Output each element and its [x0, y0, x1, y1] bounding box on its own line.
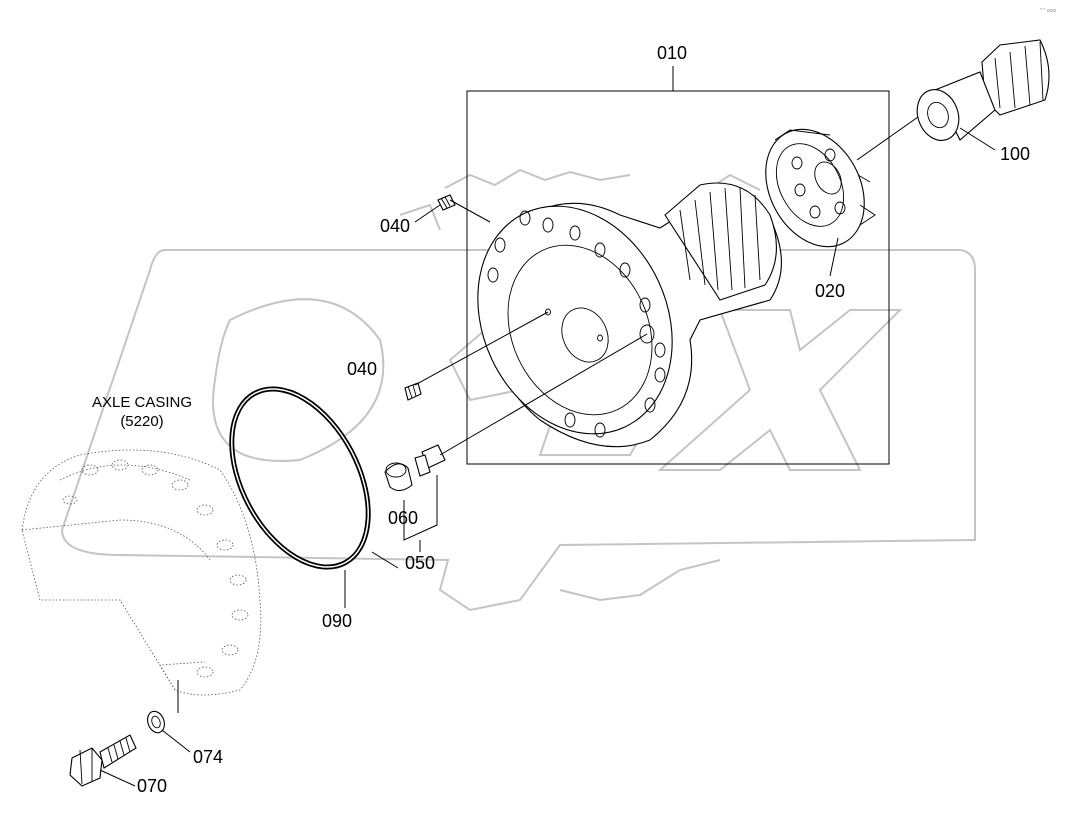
reference-code: (5220) — [120, 413, 163, 430]
leader-100 — [959, 127, 996, 151]
leader-040-upper — [414, 204, 441, 223]
label-074: 074 — [193, 747, 223, 767]
leader-070 — [99, 769, 136, 787]
flange-bolt-holes — [487, 210, 666, 438]
leader-020 — [829, 237, 839, 277]
assembly-010-frame — [466, 90, 890, 465]
plug-040-upper — [437, 194, 456, 211]
o-ring-090 — [229, 386, 371, 570]
leader-100-gear — [856, 116, 919, 161]
corner-mark: °'' ooo — [1040, 8, 1056, 14]
label-090: 090 — [322, 611, 352, 631]
leader-074 — [161, 729, 191, 753]
valve-cap-060 — [384, 462, 413, 492]
label-070: 070 — [137, 776, 167, 796]
label-020: 020 — [815, 281, 845, 301]
label-050: 050 — [405, 553, 435, 573]
bolt-070 — [69, 734, 137, 787]
hub-010 — [477, 182, 782, 448]
label-040-upper: 040 — [380, 216, 410, 236]
leader-040-upper-hub — [449, 199, 491, 223]
plug-040-lower — [404, 382, 422, 401]
label-100: 100 — [1000, 144, 1030, 164]
label-060: 060 — [388, 508, 418, 528]
leader-050-ring — [371, 551, 399, 569]
leader-050 — [439, 333, 648, 456]
shaft-100 — [916, 39, 1050, 141]
reference-name: AXLE CASING — [92, 394, 192, 411]
leader-040-lower — [414, 311, 549, 386]
breather-valve-050 — [414, 444, 446, 477]
label-040-lower: 040 — [347, 359, 377, 379]
label-010: 010 — [657, 43, 687, 63]
washer-074 — [147, 710, 165, 734]
ring-gear-020 — [765, 128, 876, 248]
axle-casing — [21, 449, 262, 696]
bracket-050 — [403, 475, 438, 541]
